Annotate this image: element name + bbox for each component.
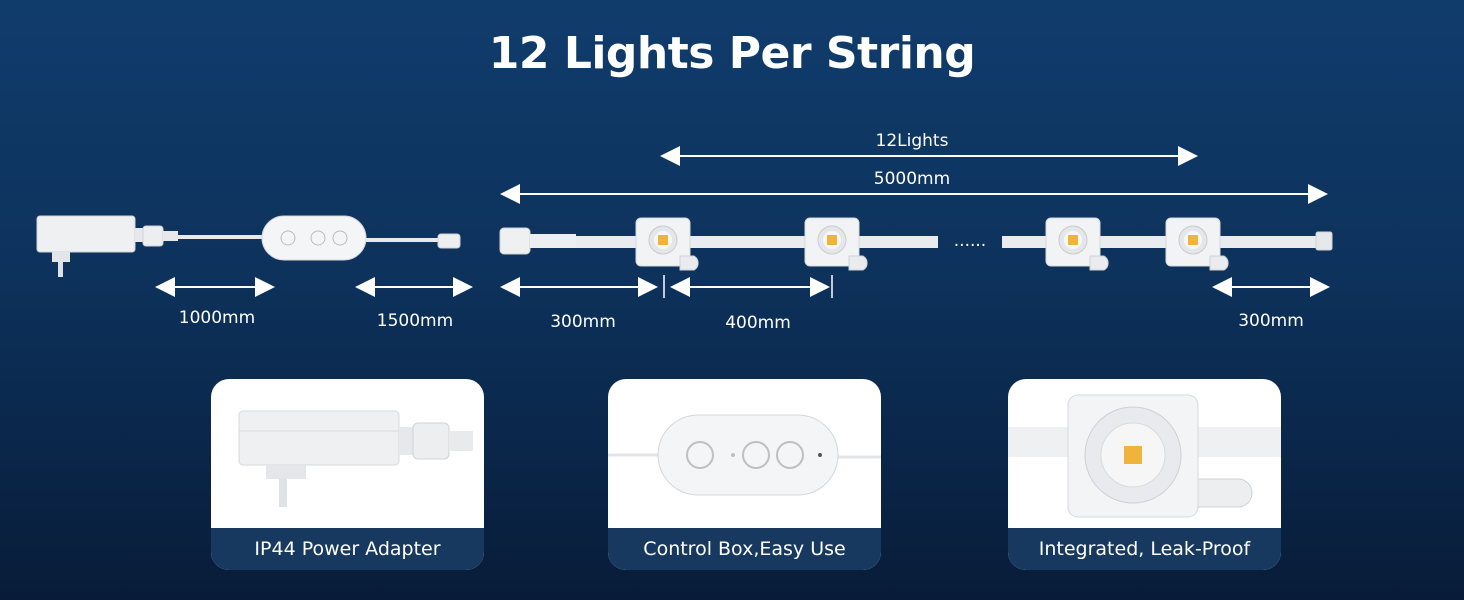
string-wire xyxy=(576,236,938,248)
controller-cable-label: 1500mm xyxy=(377,311,453,331)
control-box-icon xyxy=(608,414,881,496)
light-bulb-icon xyxy=(804,217,868,271)
adapter-cable-label: 1000mm xyxy=(179,308,255,328)
lead-in-label: 300mm xyxy=(550,312,616,332)
feature-card-control-box: Control Box,Easy Use xyxy=(608,379,881,570)
total-length-label: 5000mm xyxy=(874,169,950,189)
control-box-icon xyxy=(261,215,367,261)
card-caption: Integrated, Leak-Proof xyxy=(1008,528,1281,570)
light-bulb-icon xyxy=(635,217,699,271)
card-caption: Control Box,Easy Use xyxy=(608,528,881,570)
page-title: 12 Lights Per String xyxy=(488,28,976,79)
power-adapter-icon xyxy=(36,215,178,277)
connector-icon xyxy=(499,227,531,255)
power-adapter-icon xyxy=(238,410,473,507)
card-caption: IP44 Power Adapter xyxy=(211,528,484,570)
connector-icon xyxy=(437,233,461,249)
spacing-label: 400mm xyxy=(725,313,791,333)
light-socket-icon xyxy=(1008,394,1281,518)
ellipsis: ...... xyxy=(954,231,986,251)
light-bulb-icon xyxy=(1165,217,1229,271)
tail-label: 300mm xyxy=(1238,311,1304,331)
feature-card-adapter: IP44 Power Adapter xyxy=(211,379,484,570)
light-bulb-icon xyxy=(1045,217,1109,271)
lights-count-label: 12Lights xyxy=(876,131,949,151)
feature-card-light: Integrated, Leak-Proof xyxy=(1008,379,1281,570)
string-wire xyxy=(530,234,576,248)
string-diagram: 12Lights 5000mm ...... 1000mm 1500mm 300… xyxy=(36,131,1333,333)
end-cap-icon xyxy=(1315,231,1333,251)
